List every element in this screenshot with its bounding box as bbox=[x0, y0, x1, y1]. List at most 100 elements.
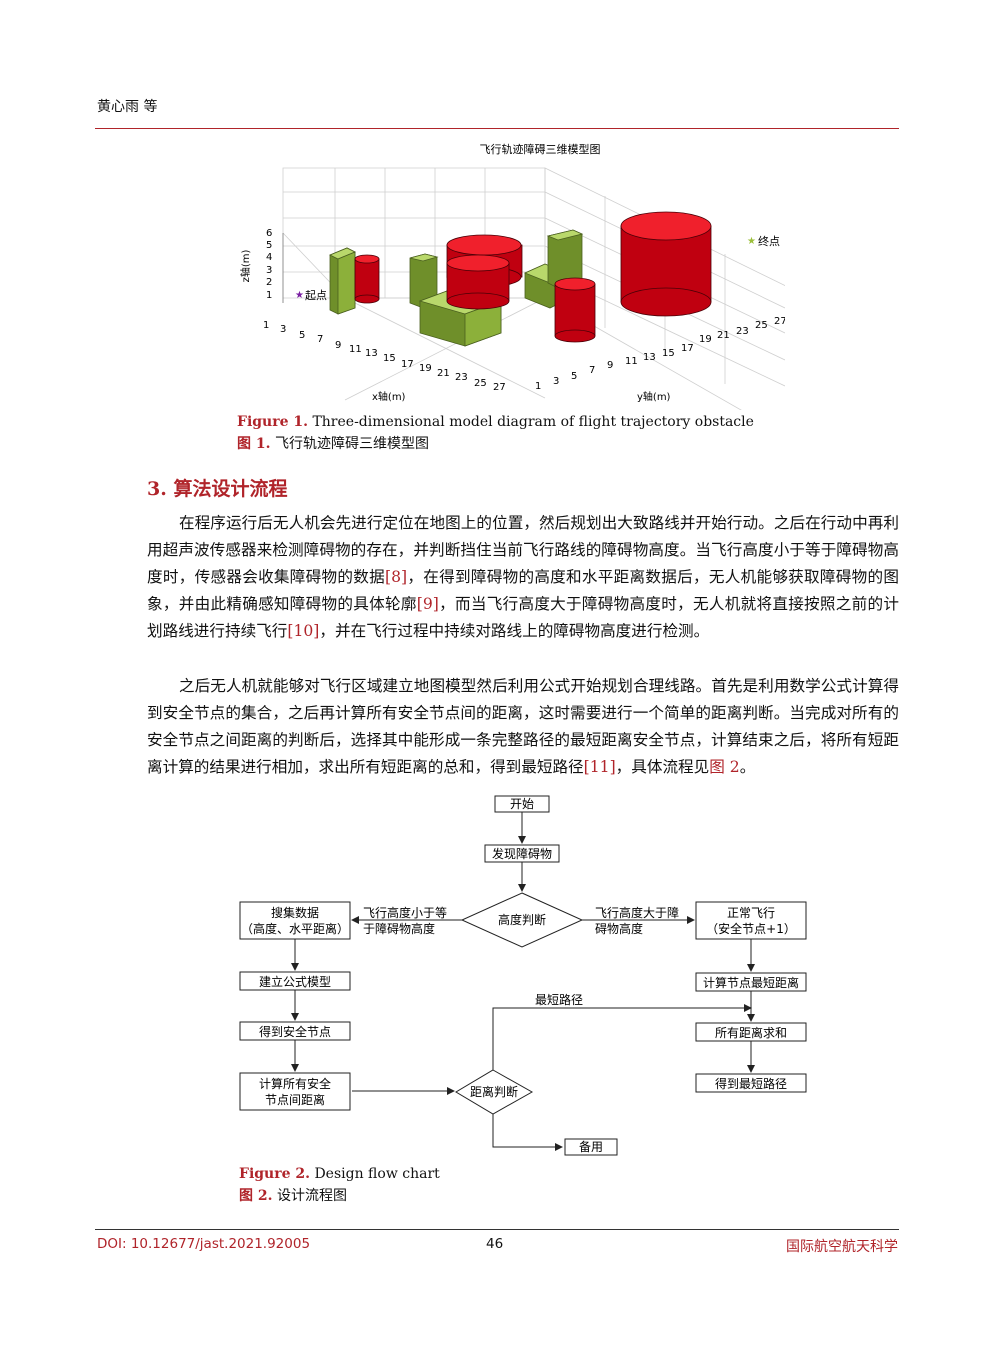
start-star-icon: ★ bbox=[295, 290, 304, 301]
y-tick: 7 bbox=[589, 365, 595, 376]
paragraph-1-text-c: ，而当飞行高度大于障碍物高度时，无人机就将直接按照之前的计划路线进行持续飞行 bbox=[147, 595, 899, 640]
figure-2-caption-text: Design flow chart bbox=[314, 1166, 440, 1182]
svg-text:搜集数据: 搜集数据 bbox=[271, 905, 319, 920]
paragraph-2: 之后无人机就能够对飞行区域建立地图模型然后利用公式开始规划合理线路。首先是利用数… bbox=[147, 673, 899, 781]
svg-text:高度判断: 高度判断 bbox=[498, 912, 546, 927]
citation-9[interactable]: [9] bbox=[416, 595, 439, 613]
header-rule bbox=[95, 128, 899, 129]
x-axis-label: x轴(m) bbox=[372, 390, 406, 403]
flow-decision-height: 高度判断 bbox=[460, 892, 584, 948]
paragraph-2-text-c: 。 bbox=[739, 758, 756, 776]
z-axis-label: z轴(m) bbox=[239, 250, 252, 283]
figure-2-caption-label-zh: 图 2. bbox=[239, 1188, 273, 1204]
figure-2-link[interactable]: 图 2 bbox=[709, 758, 740, 776]
z-tick: 2 bbox=[266, 277, 272, 288]
paragraph-1-text-d: ，并在飞行过程中持续对路线上的障碍物高度进行检测。 bbox=[319, 622, 710, 640]
x-tick: 19 bbox=[419, 363, 432, 374]
end-star-icon: ★ bbox=[747, 236, 756, 247]
figure-1-caption-text: Three-dimensional model diagram of fligh… bbox=[312, 414, 754, 430]
flow-left-condition-1: 飞行高度小于等 bbox=[363, 905, 447, 920]
x-tick: 5 bbox=[299, 330, 305, 341]
footer-doi[interactable]: DOI: 10.12677/jast.2021.92005 bbox=[97, 1236, 311, 1252]
start-label: 起点 bbox=[305, 289, 327, 302]
citation-10[interactable]: [10] bbox=[287, 622, 320, 640]
citation-8[interactable]: [8] bbox=[385, 568, 408, 586]
figure-2-caption-en: Figure 2. Design flow chart bbox=[239, 1166, 440, 1182]
footer-page-number: 46 bbox=[486, 1236, 504, 1252]
flow-node-get-safe: 得到安全节点 bbox=[239, 1021, 351, 1041]
figure-2-caption-text-zh: 设计流程图 bbox=[276, 1188, 347, 1204]
x-tick: 25 bbox=[474, 378, 487, 389]
svg-text:距离判断: 距离判断 bbox=[470, 1084, 518, 1099]
end-label: 终点 bbox=[758, 234, 780, 248]
svg-text:计算所有安全: 计算所有安全 bbox=[259, 1076, 331, 1091]
z-tick: 3 bbox=[266, 265, 272, 276]
flow-node-start: 开始 bbox=[494, 795, 550, 813]
svg-text:节点间距离: 节点间距离 bbox=[265, 1092, 325, 1107]
flow-node-backup: 备用 bbox=[564, 1138, 618, 1156]
flow-decision-distance: 距离判断 bbox=[455, 1069, 534, 1115]
svg-text:建立公式模型: 建立公式模型 bbox=[259, 974, 331, 989]
flow-right-condition-1: 飞行高度大于障 bbox=[595, 905, 679, 920]
x-tick: 15 bbox=[383, 353, 396, 364]
y-tick: 27 bbox=[774, 316, 785, 327]
y-tick: 5 bbox=[571, 371, 577, 382]
z-axis: z轴(m) 6 5 4 3 2 1 bbox=[239, 228, 284, 303]
citation-11[interactable]: [11] bbox=[583, 758, 616, 776]
x-tick: 9 bbox=[335, 340, 341, 351]
y-tick: 3 bbox=[553, 376, 559, 387]
section-heading: 3. 算法设计流程 bbox=[147, 474, 287, 501]
svg-text:（高度、水平距离）: （高度、水平距离） bbox=[241, 921, 349, 936]
figure-1-caption-text-zh: 飞行轨迹障碍三维模型图 bbox=[274, 436, 429, 452]
svg-text:计算节点最短距离: 计算节点最短距离 bbox=[703, 975, 799, 990]
section-number: 3. bbox=[147, 478, 167, 500]
y-tick: 15 bbox=[662, 348, 675, 359]
flow-node-normal-flight: 正常飞行 （安全节点+1） bbox=[695, 901, 807, 940]
z-tick: 5 bbox=[266, 240, 272, 251]
flow-node-calc-node-min: 计算节点最短距离 bbox=[695, 972, 807, 992]
flow-shortest-label: 最短路径 bbox=[535, 992, 583, 1007]
red-cylinder-obstacles bbox=[354, 211, 712, 343]
figure-1-3d-plot: 飞行轨迹障碍三维模型图 z轴(m) 6 5 4 3 2 1 1 3 bbox=[239, 142, 785, 410]
y-axis-label: y轴(m) bbox=[637, 390, 671, 403]
flow-node-sum-all: 所有距离求和 bbox=[695, 1022, 807, 1042]
paragraph-1-text-a: 在程序运行后无人机会先进行定位在地图上的位置，然后规划出大致路线并开始行动。之后… bbox=[147, 514, 899, 586]
figure-1-caption-label: Figure 1. bbox=[237, 414, 308, 430]
figure-2-caption-zh: 图 2. 设计流程图 bbox=[239, 1185, 347, 1205]
figure-2-flowchart: 开始 发现障碍物 高度判断 飞行高度小于等 于障碍物高度 飞行高度大于障 碍物高… bbox=[239, 795, 807, 1156]
y-tick: 21 bbox=[717, 330, 730, 341]
y-tick: 1 bbox=[535, 381, 541, 392]
x-tick: 17 bbox=[401, 359, 414, 370]
y-tick: 25 bbox=[755, 320, 768, 331]
svg-text:正常飞行: 正常飞行 bbox=[727, 906, 775, 920]
svg-text:发现障碍物: 发现障碍物 bbox=[492, 846, 552, 861]
running-header-author: 黄心雨 等 bbox=[97, 99, 158, 115]
flow-left-condition-2: 于障碍物高度 bbox=[363, 921, 435, 936]
y-tick: 17 bbox=[681, 343, 694, 354]
z-tick: 6 bbox=[266, 228, 272, 239]
x-tick: 23 bbox=[455, 372, 468, 383]
y-axis: 1 3 5 7 9 11 13 15 17 19 21 23 25 27 29 … bbox=[535, 316, 785, 403]
x-tick: 13 bbox=[365, 348, 378, 359]
x-axis: 1 3 5 7 9 11 13 15 17 19 21 23 25 27 x轴(… bbox=[263, 320, 506, 403]
paragraph-2-text-a: 之后无人机就能够对飞行区域建立地图模型然后利用公式开始规划合理线路。首先是利用数… bbox=[147, 677, 899, 776]
y-tick: 19 bbox=[699, 334, 712, 345]
figure-1-caption-zh: 图 1. 飞行轨迹障碍三维模型图 bbox=[237, 433, 429, 453]
footer-rule bbox=[95, 1229, 899, 1230]
flow-node-get-shortest: 得到最短路径 bbox=[695, 1073, 807, 1093]
svg-text:备用: 备用 bbox=[579, 1140, 603, 1154]
svg-text:得到安全节点: 得到安全节点 bbox=[259, 1024, 331, 1039]
x-tick: 11 bbox=[349, 344, 362, 355]
paragraph-1: 在程序运行后无人机会先进行定位在地图上的位置，然后规划出大致路线并开始行动。之后… bbox=[147, 510, 899, 645]
x-tick: 3 bbox=[280, 324, 286, 335]
svg-text:开始: 开始 bbox=[510, 797, 534, 811]
x-tick: 1 bbox=[263, 320, 269, 331]
y-tick: 9 bbox=[607, 360, 613, 371]
footer-journal-name: 国际航空航天科学 bbox=[786, 1239, 898, 1255]
flow-node-build-model: 建立公式模型 bbox=[239, 971, 351, 991]
paragraph-2-text-b: ，具体流程见 bbox=[615, 758, 710, 776]
svg-text:（安全节点+1）: （安全节点+1） bbox=[706, 921, 796, 936]
paragraph-1-text-b: ，在得到障碍物的高度和水平距离数据后，无人机能够获取障碍物的图象，并由此精确感知… bbox=[147, 568, 899, 613]
figure-2-caption-label: Figure 2. bbox=[239, 1166, 310, 1182]
y-tick: 13 bbox=[643, 352, 656, 363]
